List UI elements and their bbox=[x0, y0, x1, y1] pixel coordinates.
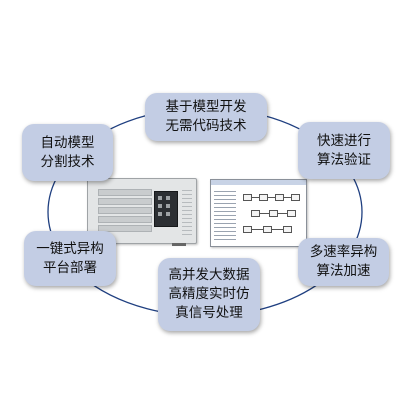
node-auto-model-split: 自动模型 分割技术 bbox=[22, 124, 113, 181]
software-screenshot-image bbox=[210, 179, 307, 247]
node-line: 自动模型 bbox=[40, 134, 95, 151]
node-line: 快速进行 bbox=[317, 132, 371, 149]
node-line: 平台部署 bbox=[43, 259, 97, 276]
node-line: 高并发大数据 bbox=[168, 267, 250, 283]
node-line: 算法加速 bbox=[316, 263, 371, 279]
node-multirate-acceleration: 多速率异构 算法加速 bbox=[298, 238, 389, 286]
node-line: 多速率异构 bbox=[309, 244, 378, 260]
node-line: 无需代码技术 bbox=[165, 118, 247, 134]
node-line: 算法验证 bbox=[317, 151, 371, 168]
node-model-based-dev: 基于模型开发 无需代码技术 bbox=[145, 93, 267, 141]
node-line: 高精度实时仿 bbox=[168, 286, 250, 302]
node-line: 分割技术 bbox=[40, 153, 95, 170]
node-line: 一键式异构 bbox=[36, 240, 104, 257]
node-one-click-deploy: 一键式异构 平台部署 bbox=[24, 231, 116, 286]
node-realtime-simulation: 高并发大数据 高精度实时仿 真信号处理 bbox=[158, 258, 260, 331]
node-line: 基于模型开发 bbox=[165, 99, 247, 115]
node-line: 真信号处理 bbox=[175, 305, 243, 321]
node-fast-algorithm-verify: 快速进行 算法验证 bbox=[298, 122, 390, 179]
